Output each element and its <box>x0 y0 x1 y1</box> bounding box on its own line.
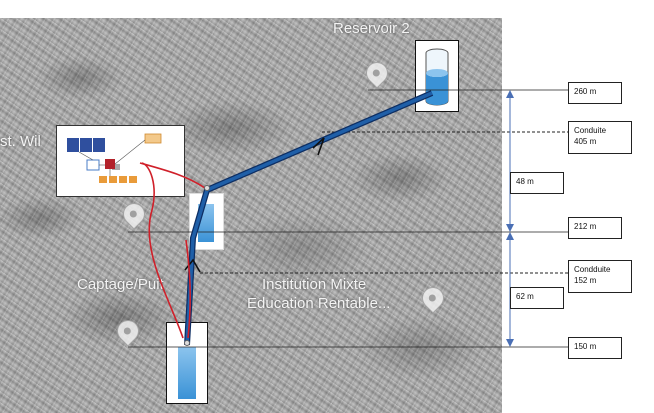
map-label-reservoir: Reservoir 2 <box>333 20 410 37</box>
solar-pump-schema <box>56 125 185 197</box>
pipe-upper-box: Conduite 405 m <box>568 121 632 154</box>
water-pipe-outline <box>184 90 434 346</box>
height-diff-lower-label: 62 m <box>516 292 534 301</box>
pump-icon <box>184 340 190 346</box>
elevation-top-box: 260 m <box>568 82 622 104</box>
power-cable-well <box>141 162 184 339</box>
arrowhead-icon <box>506 232 514 240</box>
pipe-lower-box: Condduite 152 m <box>568 260 632 293</box>
height-diff-upper-box: 48 m <box>510 172 564 194</box>
pipe-upper-length: 405 m <box>574 137 597 146</box>
arrowhead-icon <box>506 224 514 232</box>
well-water <box>178 347 196 399</box>
elevation-bottom-box: 150 m <box>568 337 622 359</box>
arrowhead-icon <box>506 339 514 347</box>
elevation-middle-label: 212 m <box>574 222 597 231</box>
flow-arrow-icon <box>184 258 201 273</box>
elevation-top-label: 260 m <box>574 87 597 96</box>
pipe-lower-name: Condduite <box>574 265 611 274</box>
map-label-institution-line2: Education Rentable... <box>247 295 391 312</box>
water-pipe <box>185 91 433 346</box>
power-cable-tank <box>139 162 206 189</box>
pipe-lower-length: 152 m <box>574 276 597 285</box>
height-diff-upper-label: 48 m <box>516 177 534 186</box>
power-cable-well-2 <box>185 239 191 339</box>
elevation-bottom-label: 150 m <box>574 342 597 351</box>
pipe-upper-name: Conduite <box>574 126 607 135</box>
schema-diagram <box>67 133 162 183</box>
flow-arrow-icon <box>312 137 325 156</box>
map-label-partial: st. Wil <box>0 133 41 150</box>
cylinder-tank-icon <box>425 48 449 106</box>
map-label-captage: Captage/Puit <box>77 276 164 293</box>
height-diff-lower-box: 62 m <box>510 287 564 309</box>
valve-icon <box>204 185 210 191</box>
elevation-middle-box: 212 m <box>568 217 622 239</box>
map-label-institution: Institution Mixte <box>262 276 367 293</box>
arrowhead-icon <box>506 90 514 98</box>
